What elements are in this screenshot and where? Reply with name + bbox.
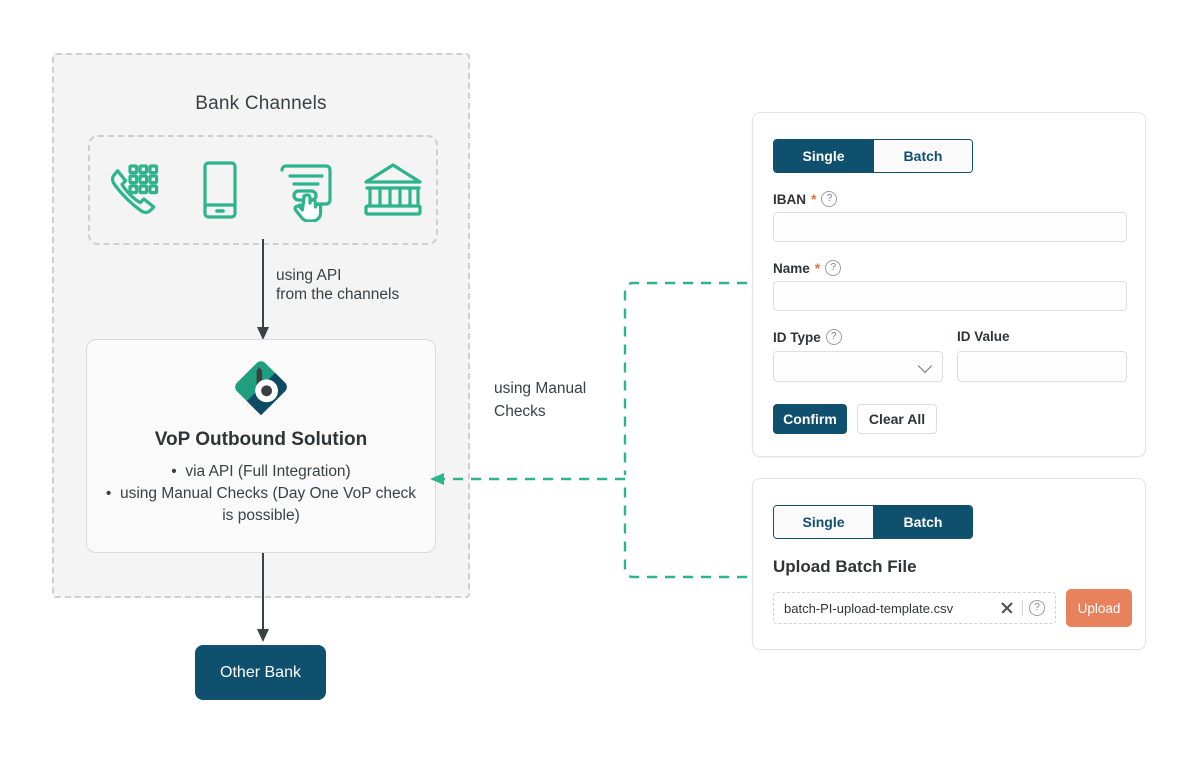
vop-card-title: VoP Outbound Solution [154,429,368,450]
manual-checks-label: using Manual Checks [494,380,587,420]
batch-upload-panel: Single Batch Upload Batch File batch-PI-… [752,478,1146,650]
vop-brand-logo [87,358,435,421]
confirm-button[interactable]: Confirm [773,404,847,434]
other-bank-arrow-line [257,553,269,642]
name-help-icon[interactable]: ? [825,260,842,276]
iban-help-icon[interactable]: ? [821,191,838,207]
bank-branch-icon [361,158,425,222]
clear-all-button[interactable]: Clear All [857,404,937,434]
required-marker: * [814,260,821,276]
bank-channels-title: Bank Channels [195,93,327,114]
id-type-select[interactable] [773,351,943,382]
file-drop-field[interactable]: batch-PI-upload-template.csv ? [773,592,1056,624]
api-arrow-label: using API from the channels [276,267,400,303]
tab-single[interactable]: Single [774,506,873,538]
mobile-phone-icon [188,158,252,222]
divider [1022,600,1023,616]
upload-help-icon[interactable]: ? [1029,600,1045,616]
api-arrow-line [257,239,269,340]
close-icon[interactable] [998,599,1016,617]
tab-single[interactable]: Single [774,140,873,172]
iban-input[interactable] [773,212,1127,242]
single-panel-tabs: Single Batch [773,139,973,173]
vop-bullet-item: using Manual Checks (Day One VoP check i… [101,483,421,527]
vop-outbound-solution-card: VoP Outbound Solution via API (Full Inte… [86,339,436,553]
other-bank-node[interactable]: Other Bank [195,645,326,700]
channel-icons-container [88,135,438,245]
name-label: Name * ? [773,260,842,276]
selected-file-name: batch-PI-upload-template.csv [784,600,954,616]
iban-label: IBAN * ? [773,191,838,207]
tab-batch[interactable]: Batch [873,140,972,172]
manual-checks-connector [430,281,765,579]
id-value-input[interactable] [957,351,1127,382]
single-check-panel: Single Batch IBAN * ? Name * ? ID Type ?… [752,112,1146,457]
required-marker: * [811,191,817,207]
id-type-label: ID Type ? [773,329,842,345]
vop-card-bullets: via API (Full Integration) using Manual … [101,461,421,527]
batch-panel-tabs: Single Batch [773,505,973,539]
chevron-down-icon [917,358,933,373]
upload-button[interactable]: Upload [1066,589,1132,627]
id-type-help-icon[interactable]: ? [825,329,842,345]
name-input[interactable] [773,281,1127,311]
vop-bullet-item: via API (Full Integration) [101,461,421,483]
id-value-label: ID Value [957,329,1010,344]
tab-batch[interactable]: Batch [873,506,972,538]
phone-keypad-icon [101,158,165,222]
online-form-click-icon [274,158,338,222]
upload-batch-file-heading: Upload Batch File [773,557,917,576]
